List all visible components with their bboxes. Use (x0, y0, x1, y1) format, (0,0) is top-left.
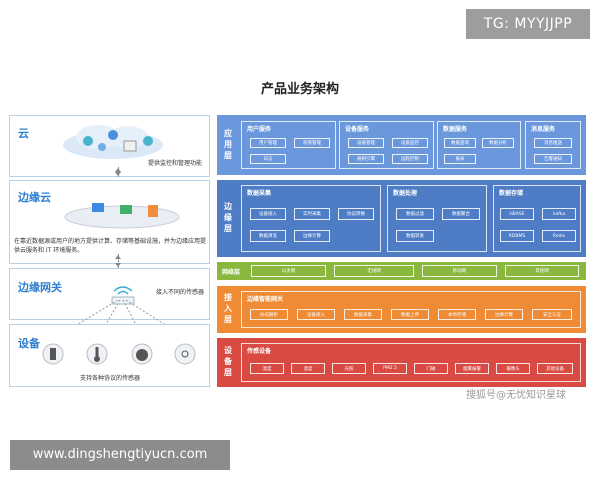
gateway-cell: 设备接入 (297, 309, 335, 320)
device-caption: 支持各种协议的传感器 (80, 375, 141, 382)
edge-gateway-group: 边缘智能网关 协议解析 设备接入 数据采集 数据上传 本地存储 边缘计算 安全认… (241, 291, 581, 328)
gateway-label: 边缘网关 (18, 281, 62, 294)
edge-cloud-label: 边缘云 (18, 191, 51, 204)
edge-layer-label: 边缘层 (223, 202, 233, 235)
device-service-title: 设备服务 (345, 126, 370, 133)
smoke-sensor-icon (174, 343, 196, 365)
user-service-cell: 用户管理 (250, 138, 286, 148)
cloud-caption: 提供监控和管理功能 (148, 160, 203, 167)
network-cell: 无线网 (334, 265, 414, 277)
gateway-caption: 接入不同的传感器 (156, 289, 205, 296)
data-collection-cell: 协议转换 (338, 208, 374, 220)
user-service-cell: 权限管理 (294, 138, 330, 148)
data-service-title: 数据服务 (443, 126, 468, 133)
device-service-cell: 设备管理 (348, 138, 384, 148)
data-storage-cell: HBASE (500, 208, 534, 220)
network-cell: 以太网 (251, 265, 326, 277)
data-service-cell: 数据查询 (444, 138, 476, 148)
network-cell: 移动网 (422, 265, 497, 277)
device-layer-label: 设备层 (223, 346, 233, 379)
sensor-cell: 门磁 (414, 363, 448, 374)
data-collection-cell: 边缘计算 (294, 230, 330, 242)
data-processing-group: 数据处理 数据过滤 数据聚合 数据转发 (387, 185, 487, 252)
gateway-cell: 安全认证 (532, 309, 572, 320)
data-service-group: 数据服务 数据查询 数据分析 报表 (437, 121, 521, 169)
device-service-cell: 规则引擎 (348, 154, 384, 164)
device-label: 设备 (18, 337, 40, 350)
gateway-cell: 数据上传 (391, 309, 429, 320)
arrow-cloud-edge (115, 167, 121, 177)
data-storage-title: 数据存储 (499, 190, 524, 197)
data-collection-cell: 设备接入 (250, 208, 286, 220)
data-service-cell: 报表 (444, 154, 476, 164)
access-layer: 接入层 边缘智能网关 协议解析 设备接入 数据采集 数据上传 本地存储 边缘计算… (217, 286, 586, 333)
gateway-cell: 边缘计算 (485, 309, 523, 320)
pm25-sensor-icon (131, 343, 153, 365)
device-service-cell: 设备监控 (392, 138, 428, 148)
access-layer-label: 接入层 (223, 293, 233, 326)
data-collection-group: 数据采集 设备接入 实时采集 协议转换 数据清洗 边缘计算 (241, 185, 381, 252)
edge-cloud-desc: 在靠近数据源或用户的地方提供计算、存储等基础设施，并为边缘应用提供云服务和 IT… (14, 238, 207, 254)
network-cell: 其他网 (505, 265, 579, 277)
device-layer: 设备层 传感设备 温度 湿度 光照 PM2.5 门磁 烟雾报警 摄像头 其他设备 (217, 338, 586, 387)
data-storage-cell: Redis (542, 230, 576, 242)
data-collection-cell: 数据清洗 (250, 230, 286, 242)
sensor-cell: 其他设备 (537, 363, 573, 374)
sensor-device-group: 传感设备 温度 湿度 光照 PM2.5 门磁 烟雾报警 摄像头 其他设备 (241, 343, 581, 382)
watermark-url: www.dingshengtiyucn.com (10, 440, 230, 470)
arrow-edge-gateway (115, 254, 121, 268)
gateway-cell: 本地存储 (438, 309, 476, 320)
sensor-cell: 烟雾报警 (455, 363, 489, 374)
gateway-box: 边缘网关 接入不同的传感器 (9, 268, 210, 320)
data-storage-cell: RDBMS (500, 230, 534, 242)
application-layer: 应用层 用户服务 用户管理 权限管理 日志 设备服务 设备管理 设备监控 规则引… (217, 115, 586, 175)
gateway-cell: 协议解析 (250, 309, 288, 320)
cloud-box: 云 提供监控和管理功能 (9, 115, 210, 177)
watermark-tg: TG: MYYJJPP (466, 9, 590, 39)
sohu-watermark: 搜狐号@无忧知识星球 (466, 390, 566, 401)
door-sensor-icon (42, 343, 64, 365)
data-processing-cell: 数据转发 (396, 230, 434, 242)
message-service-title: 消息服务 (531, 126, 556, 133)
network-layer: 网络层 以太网 无线网 移动网 其他网 (217, 262, 586, 280)
user-service-cell: 日志 (250, 154, 286, 164)
message-service-cell: 告警通知 (534, 154, 572, 164)
device-service-cell: 远程控制 (392, 154, 428, 164)
edge-gateway-title: 边缘智能网关 (247, 296, 284, 303)
message-service-group: 消息服务 消息推送 告警通知 (525, 121, 581, 169)
data-storage-cell: kafka (542, 208, 576, 220)
data-processing-cell: 数据过滤 (396, 208, 434, 220)
edge-platform-icon (64, 203, 180, 229)
data-collection-cell: 实时采集 (294, 208, 330, 220)
thermometer-icon (86, 343, 108, 365)
network-layer-label: 网络层 (221, 268, 240, 276)
data-service-cell: 数据分析 (482, 138, 514, 148)
gateway-cell: 数据采集 (344, 309, 382, 320)
sensor-cell: 湿度 (291, 363, 325, 374)
cloud-icon (63, 125, 163, 159)
device-box: 设备 支持各种协议的传感器 (9, 324, 210, 387)
edge-cloud-box: 边缘云 在靠近数据源或用户的地方提供计算、存储等基础设施，并为边缘应用提供云服务… (9, 180, 210, 264)
sensor-cell: PM2.5 (373, 363, 407, 374)
device-service-group: 设备服务 设备管理 设备监控 规则引擎 远程控制 (339, 121, 434, 169)
message-service-cell: 消息推送 (534, 138, 572, 148)
user-service-group: 用户服务 用户管理 权限管理 日志 (241, 121, 336, 169)
data-processing-cell: 数据聚合 (442, 208, 480, 220)
data-collection-title: 数据采集 (247, 190, 272, 197)
data-processing-title: 数据处理 (393, 190, 418, 197)
sensor-cell: 摄像头 (496, 363, 530, 374)
sensor-cell: 温度 (250, 363, 284, 374)
application-layer-label: 应用层 (223, 128, 233, 162)
diagram-title: 产品业务架构 (260, 82, 339, 97)
edge-layer: 边缘层 数据采集 设备接入 实时采集 协议转换 数据清洗 边缘计算 数据处理 数… (217, 180, 586, 257)
cloud-label: 云 (18, 127, 29, 140)
data-storage-group: 数据存储 HBASE kafka RDBMS Redis (493, 185, 581, 252)
user-service-title: 用户服务 (247, 126, 272, 133)
sensor-device-title: 传感设备 (247, 348, 272, 355)
sensor-cell: 光照 (332, 363, 366, 374)
